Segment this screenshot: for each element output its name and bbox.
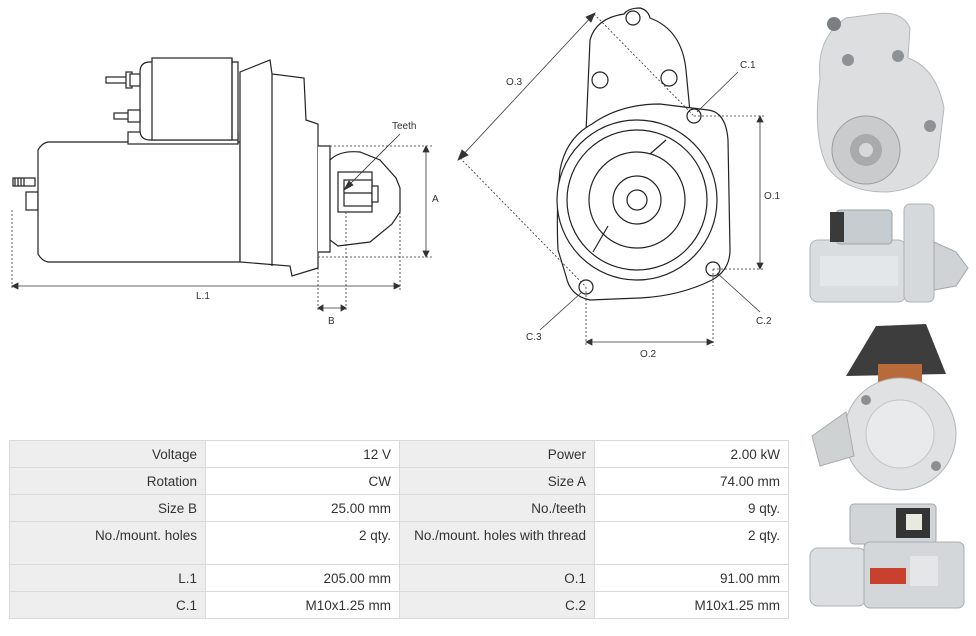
spec-value: 2 qty. <box>594 521 789 565</box>
spec-value: 9 qty. <box>594 494 789 522</box>
photo-side <box>806 198 972 310</box>
label-l1: L.1 <box>196 291 210 302</box>
spec-label: C.2 <box>399 591 595 619</box>
spec-value: M10x1.25 mm <box>205 591 400 619</box>
photo-rear <box>806 316 972 494</box>
spec-value: 12 V <box>205 440 400 468</box>
spec-value: 205.00 mm <box>205 564 400 592</box>
spec-label: Power <box>399 440 595 468</box>
photo-side-labeled <box>806 498 972 614</box>
technical-drawings: Teeth A L.1 B <box>11 7 781 360</box>
table-row: L.1 205.00 mm O.1 91.00 mm <box>9 564 789 592</box>
starter-front-view <box>556 7 731 301</box>
label-o3: O.3 <box>506 77 523 88</box>
spec-label: No./teeth <box>399 494 595 522</box>
spec-label: No./mount. holes <box>9 521 206 565</box>
label-c2: C.2 <box>756 316 772 327</box>
label-c3: C.3 <box>526 332 542 343</box>
spec-value: CW <box>205 467 400 495</box>
spec-value: 2 qty. <box>205 521 400 565</box>
spec-label: L.1 <box>9 564 206 592</box>
spec-label: Size B <box>9 494 206 522</box>
side-view-dimensions <box>11 133 432 312</box>
spec-value: 74.00 mm <box>594 467 789 495</box>
table-row: C.1 M10x1.25 mm C.2 M10x1.25 mm <box>9 591 789 619</box>
photo-front-flange <box>806 8 972 196</box>
label-o1: O.1 <box>764 191 781 202</box>
label-a: A <box>432 194 439 205</box>
spec-value: M10x1.25 mm <box>594 591 789 619</box>
table-row: Size B 25.00 mm No./teeth 9 qty. <box>9 494 789 522</box>
spec-value: 91.00 mm <box>594 564 789 592</box>
label-b: B <box>328 316 335 327</box>
spec-label: Rotation <box>9 467 206 495</box>
spec-label: Size A <box>399 467 595 495</box>
spec-value: 2.00 kW <box>594 440 789 468</box>
front-view-dimensions <box>457 12 764 346</box>
table-row: No./mount. holes 2 qty. No./mount. holes… <box>9 521 789 565</box>
label-c1: C.1 <box>740 60 756 71</box>
table-row: Rotation CW Size A 74.00 mm <box>9 467 789 495</box>
starter-side-view <box>12 57 401 277</box>
label-o2: O.2 <box>640 349 657 360</box>
label-teeth: Teeth <box>392 121 416 132</box>
spec-label: Voltage <box>9 440 206 468</box>
spec-label: O.1 <box>399 564 595 592</box>
spec-label: No./mount. holes with thread <box>399 521 595 565</box>
spec-value: 25.00 mm <box>205 494 400 522</box>
table-row: Voltage 12 V Power 2.00 kW <box>9 440 789 468</box>
spec-label: C.1 <box>9 591 206 619</box>
spec-table: Voltage 12 V Power 2.00 kW Rotation CW S… <box>9 440 789 619</box>
